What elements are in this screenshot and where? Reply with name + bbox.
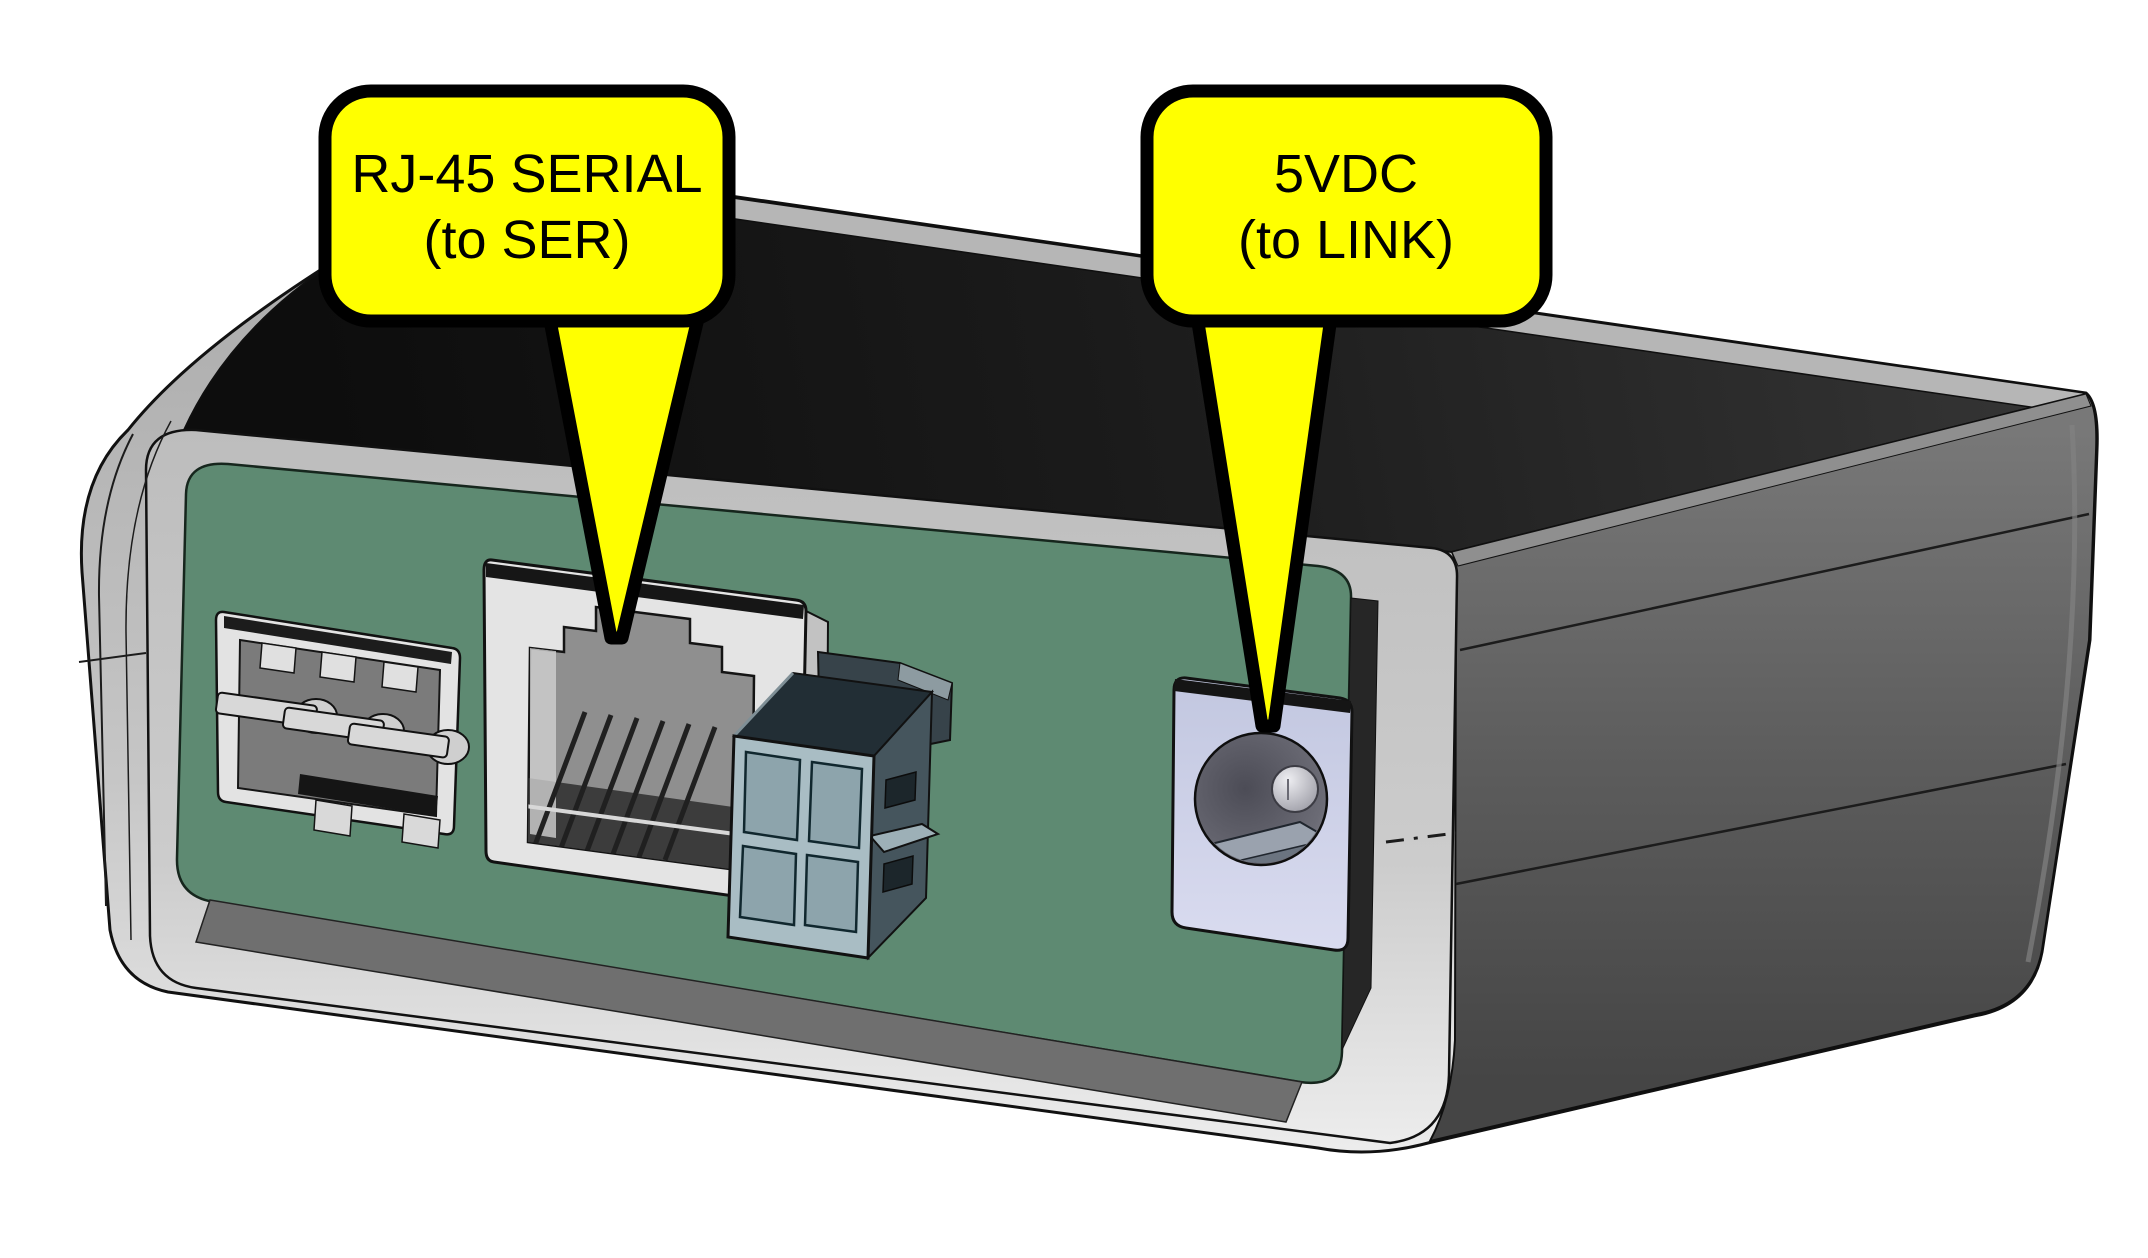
barrel-jack	[1170, 676, 1354, 952]
right-face-top-chamfer	[1451, 393, 2092, 567]
right-edge-highlight	[2025, 424, 2078, 963]
rj45-left-wall-highlight	[530, 648, 556, 838]
callout-rj45-bubble	[318, 84, 736, 328]
pin-header-top-shadow	[224, 616, 452, 664]
pin-header-interior-shadow	[298, 774, 438, 816]
hidden-line-dashes	[1385, 831, 1457, 844]
molex-window-4	[803, 853, 860, 934]
callout-power-text-line1: 5VDC	[1274, 144, 1418, 204]
pin-header-pin-3	[346, 722, 470, 765]
molex-side-slot-2	[882, 855, 914, 893]
pin-header-bottom-tab-2	[401, 813, 441, 849]
callout-rj45-text-line1: RJ-45 SERIAL	[351, 144, 702, 204]
molex-window-3	[738, 844, 798, 927]
molex-latch-wing	[868, 822, 941, 854]
pin-header-notch-1	[259, 642, 297, 674]
left-face-parting-line	[78, 652, 147, 663]
molex-connector	[726, 650, 954, 961]
rj45-pin-shelf	[528, 804, 751, 838]
left-face-seam-outer	[97, 433, 134, 907]
rj45-housing-top-shadow	[486, 563, 804, 619]
barrel-jack-pin	[1271, 765, 1319, 813]
molex-window-1	[742, 750, 802, 842]
molex-window-2	[807, 760, 864, 850]
pin-header-bottom-tab-1	[313, 799, 353, 837]
panel-bottom-chamfer	[195, 899, 1304, 1123]
rj45-cavity-floor	[528, 778, 754, 872]
callout-power: 5VDC (to LINK)	[1140, 84, 1553, 733]
molex-latch-chamfer	[897, 662, 953, 701]
molex-side-slot-1	[884, 771, 917, 809]
pin-header-notch-2	[319, 651, 357, 683]
pin-header-connector	[214, 610, 470, 849]
rj45-jack	[482, 558, 830, 906]
callout-rj45: RJ-45 SERIAL (to SER)	[318, 84, 736, 645]
left-face-seam-inner	[125, 420, 172, 941]
callout-rj45-text-line2: (to SER)	[423, 210, 630, 270]
right-face-seam-upper	[1459, 512, 2090, 652]
callout-power-text-line2: (to LINK)	[1238, 210, 1454, 270]
rj45-pins	[532, 711, 718, 861]
right-face-seam-lower	[1455, 762, 2067, 886]
molex-top-highlight	[732, 671, 795, 738]
pin-header-notch-3	[381, 661, 419, 693]
callout-power-bubble	[1140, 84, 1553, 328]
